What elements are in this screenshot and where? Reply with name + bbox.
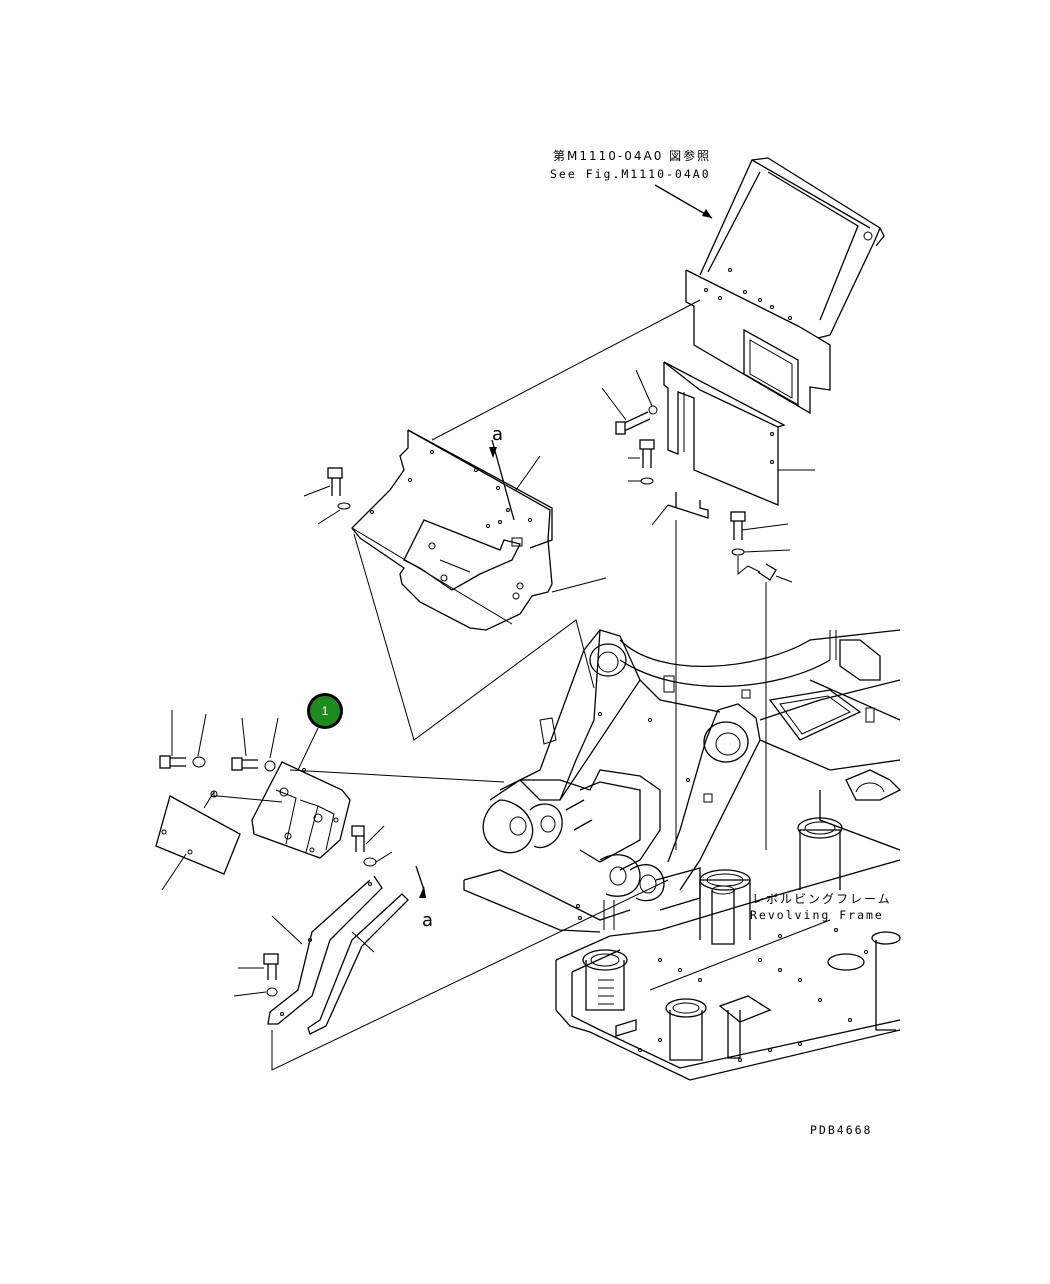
- view-arrow-top: [491, 439, 515, 521]
- bolt-cover-right: [351, 825, 393, 867]
- rear-plate: [663, 361, 815, 506]
- bracket-upper: [651, 492, 709, 850]
- bolt-cover-mid: [231, 717, 279, 772]
- leader-cover: [289, 769, 505, 783]
- callout-number: 1: [322, 704, 329, 718]
- console-frame: [685, 157, 885, 415]
- bolt-upper-1: [601, 369, 658, 435]
- drawing-code: PDB4668: [810, 1123, 872, 1137]
- bolt-upper-3: [730, 511, 793, 850]
- floor-plate: [351, 429, 607, 631]
- leader-v: [353, 533, 595, 741]
- view-marker-bottom: a: [422, 910, 433, 931]
- cover-plate: [251, 761, 351, 859]
- view-arrowhead-bottom: [419, 886, 426, 898]
- view-marker-top: a: [492, 424, 503, 445]
- bolt-cover-left: [159, 710, 207, 769]
- view-arrow-bottom: [415, 865, 425, 891]
- leader-floor-frame: [431, 299, 701, 441]
- bolt-floor: [303, 467, 351, 525]
- view-arrowhead-top: [489, 447, 497, 458]
- gasket-plate: [155, 790, 283, 891]
- reference-arrowhead: [702, 209, 712, 218]
- frame-label-en: Revolving Frame: [750, 908, 884, 922]
- reference-arrow: [654, 184, 713, 219]
- revolving-frame: [463, 629, 902, 1081]
- lower-strip: [267, 875, 409, 1035]
- bolt-upper-2: [628, 439, 655, 485]
- bolt-strip: [233, 879, 669, 1071]
- callout-1[interactable]: 1: [297, 693, 343, 771]
- reference-jp: 第M1110-04A0 図参照: [553, 148, 711, 163]
- frame-label-jp: レボルビングフレーム: [752, 892, 892, 906]
- reference-en: See Fig.M1110-04A0: [550, 167, 711, 181]
